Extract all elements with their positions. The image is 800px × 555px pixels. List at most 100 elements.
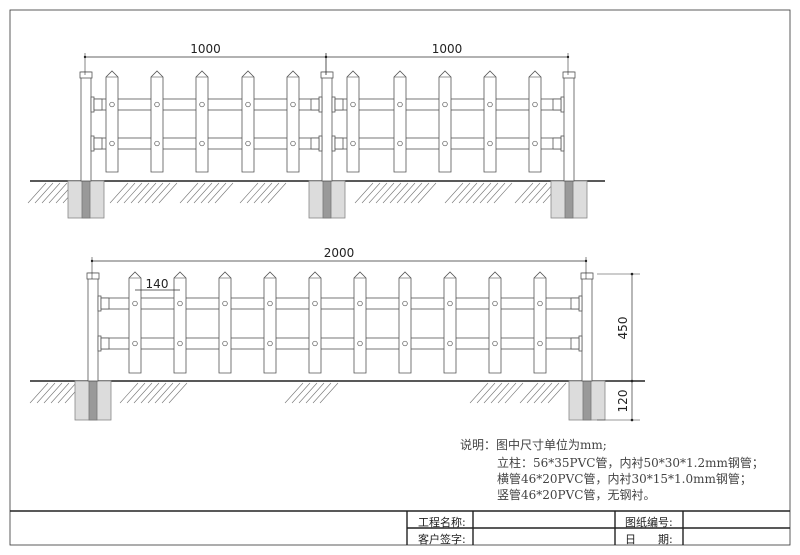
rail-bracket (100, 297, 110, 310)
picket-screw-hole (397, 101, 403, 108)
picket-screw-hole (267, 340, 273, 347)
post-cap (562, 71, 576, 79)
post (80, 71, 92, 182)
picket-screw-hole (132, 300, 138, 307)
ground-hatch (109, 182, 129, 204)
ground-hatch (472, 182, 492, 204)
ground-hatch (260, 182, 280, 204)
dimension-dot (630, 272, 634, 276)
ground-hatch (458, 182, 478, 204)
dimension-top-left: 1000 (190, 42, 221, 56)
ground-hatch (147, 382, 167, 404)
ground-hatch (396, 182, 416, 204)
rail-bracket-plate (560, 135, 565, 152)
ground-hatch (547, 382, 567, 404)
ground-hatch (284, 382, 304, 404)
notes-title: 说明：图中尺寸单位为mm; (460, 438, 607, 452)
ground-hatch (403, 182, 423, 204)
steel-core (322, 180, 332, 219)
ground-hatch (291, 382, 311, 404)
picket-screw-hole (402, 300, 408, 307)
picket-screw-hole (245, 140, 251, 147)
ground-hatch (417, 182, 437, 204)
ground-hatch (361, 182, 381, 204)
picket-screw-hole (487, 101, 493, 108)
ground-hatch (34, 182, 54, 204)
ground-hatch (540, 382, 560, 404)
note-rail: 横管46*20PVC管，内衬30*15*1.0mm钢管； (497, 472, 752, 486)
note-picket: 竖管46*20PVC管，无钢衬。 (497, 488, 656, 502)
dimension-dot (566, 55, 570, 59)
picket-screw-hole (350, 101, 356, 108)
ground-hatch (469, 382, 489, 404)
rail-bracket (570, 297, 580, 310)
rail-bracket-plate (331, 135, 336, 152)
client-sign-label: 客户签字: (418, 533, 466, 546)
post-cap (86, 272, 100, 280)
note-post: 立柱：56*35PVC管，内衬50*30*1.2mm钢管； (497, 456, 764, 470)
picket (353, 271, 367, 374)
ground-hatch (382, 182, 402, 204)
ground-hatch (319, 382, 339, 404)
rail-bracket-plate (578, 335, 583, 352)
ground-hatch (43, 382, 63, 404)
ground-hatch (123, 182, 143, 204)
picket-screw-hole (532, 101, 538, 108)
picket (150, 70, 164, 173)
ground-hatch (48, 182, 68, 204)
project-name-label: 工程名称: (418, 516, 466, 529)
rail-bracket (552, 98, 562, 111)
ground-hatch (451, 182, 471, 204)
dimension-dot (90, 259, 94, 263)
dimension-top-right: 1000 (432, 42, 463, 56)
post (321, 71, 333, 182)
picket-screw-hole (109, 140, 115, 147)
ground-hatch (375, 182, 395, 204)
ground-hatch (126, 382, 146, 404)
rail-bracket-plate (90, 135, 95, 152)
picket (128, 271, 142, 374)
ground-hatch (119, 382, 139, 404)
ground-hatch (57, 382, 77, 404)
rail-bracket-plate (560, 96, 565, 113)
ground-hatch (179, 182, 199, 204)
ground-hatch (504, 382, 524, 404)
rail-bracket-plate (97, 295, 102, 312)
picket-screw-hole (402, 340, 408, 347)
ground-hatch (476, 382, 496, 404)
picket-screw-hole (267, 300, 273, 307)
ground-hatch (519, 382, 539, 404)
rail-bracket (570, 337, 580, 350)
ground-hatch (133, 382, 153, 404)
ground-hatch (151, 182, 171, 204)
rail-bracket (334, 98, 344, 111)
picket (398, 271, 412, 374)
picket-screw-hole (154, 140, 160, 147)
picket (105, 70, 119, 173)
picket-screw-hole (199, 101, 205, 108)
dimension-height: 450 (616, 317, 630, 340)
picket-screw-hole (290, 140, 296, 147)
picket (308, 271, 322, 374)
picket-screw-hole (199, 140, 205, 147)
ground-hatch (168, 382, 188, 404)
picket (218, 271, 232, 374)
ground-hatch (130, 182, 150, 204)
ground-hatch (207, 182, 227, 204)
ground-hatch (389, 182, 409, 204)
rail-bracket (93, 137, 103, 150)
picket (488, 271, 502, 374)
ground-hatch (305, 382, 325, 404)
ground-hatch (253, 182, 273, 204)
dimension-picket-spacing: 140 (146, 277, 169, 291)
ground-hatch (514, 182, 534, 204)
picket-screw-hole (177, 340, 183, 347)
ground-hatch (214, 182, 234, 204)
picket (438, 70, 452, 173)
post-cap (320, 71, 334, 79)
rail-bracket (552, 137, 562, 150)
ground-hatch (193, 182, 213, 204)
ground-hatch (200, 182, 220, 204)
